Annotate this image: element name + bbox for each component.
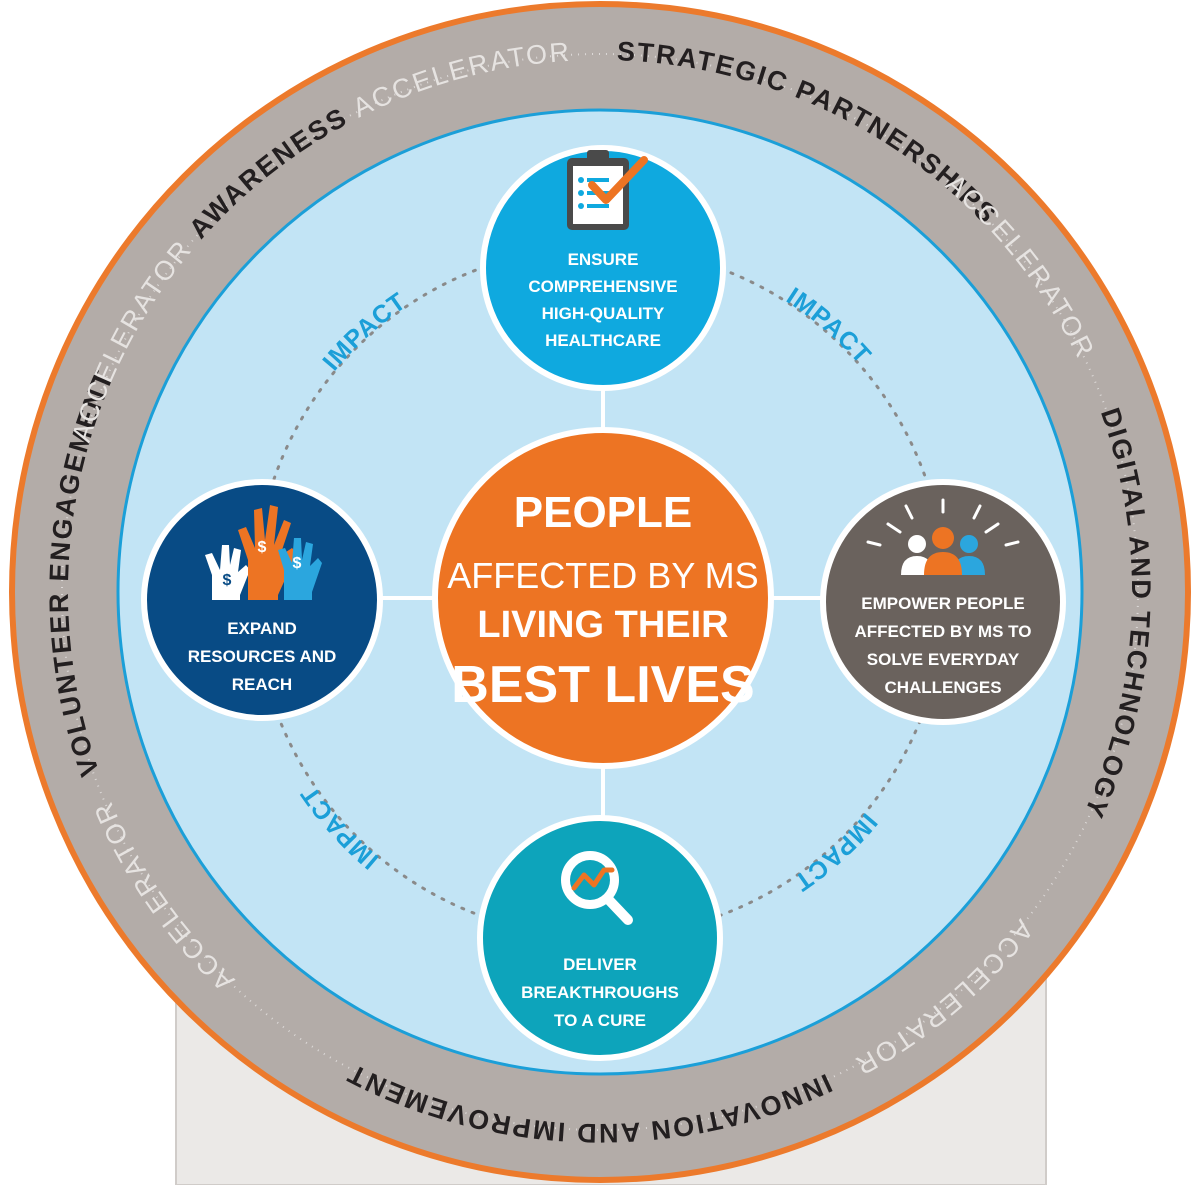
node-right-line-2: AFFECTED BY MS TO (855, 622, 1032, 641)
node-left-line-3: REACH (232, 675, 292, 694)
node-left-line-1: EXPAND (227, 619, 297, 638)
center-line-4: BEST LIVES (451, 656, 754, 714)
people-group-icon (866, 498, 1020, 575)
center-circle: PEOPLE AFFECTED BY MS LIVING THEIR BEST … (432, 427, 774, 769)
magnifier-trend-icon (561, 851, 633, 925)
node-bottom-line-2: BREAKTHROUGHS (521, 983, 679, 1002)
node-top-line-1: ENSURE (568, 250, 639, 269)
ring-dotted-guide (61, 53, 1139, 1131)
node-right-empower: EMPOWER PEOPLE AFFECTED BY MS TO SOLVE E… (820, 479, 1066, 725)
svg-text:$: $ (258, 539, 267, 556)
svg-text:$: $ (293, 555, 302, 572)
node-bottom-line-3: TO A CURE (554, 1011, 646, 1030)
center-line-2: AFFECTED BY MS (447, 555, 758, 596)
node-top-line-2: COMPREHENSIVE (528, 277, 677, 296)
center-line-3: LIVING THEIR (477, 604, 728, 646)
node-right-line-4: CHALLENGES (884, 678, 1001, 697)
node-left-resources: $ $ $ EXPAND RESOURCES AND REACH (141, 479, 383, 721)
raised-hands-dollar-icon: $ $ $ (205, 505, 322, 600)
node-bottom-cure: DELIVER BREAKTHROUGHS TO A CURE (477, 815, 723, 1061)
node-top-line-3: HIGH-QUALITY (542, 304, 665, 323)
clipboard-check-icon (567, 150, 648, 230)
node-top-line-4: HEALTHCARE (545, 331, 661, 350)
node-bottom-line-1: DELIVER (563, 955, 637, 974)
svg-text:$: $ (223, 572, 232, 589)
node-right-line-1: EMPOWER PEOPLE (861, 594, 1024, 613)
center-line-1: PEOPLE (514, 488, 693, 537)
node-top-healthcare: ENSURE COMPREHENSIVE HIGH-QUALITY HEALTH… (480, 145, 726, 391)
node-right-line-3: SOLVE EVERYDAY (867, 650, 1020, 669)
node-left-line-2: RESOURCES AND (188, 647, 337, 666)
